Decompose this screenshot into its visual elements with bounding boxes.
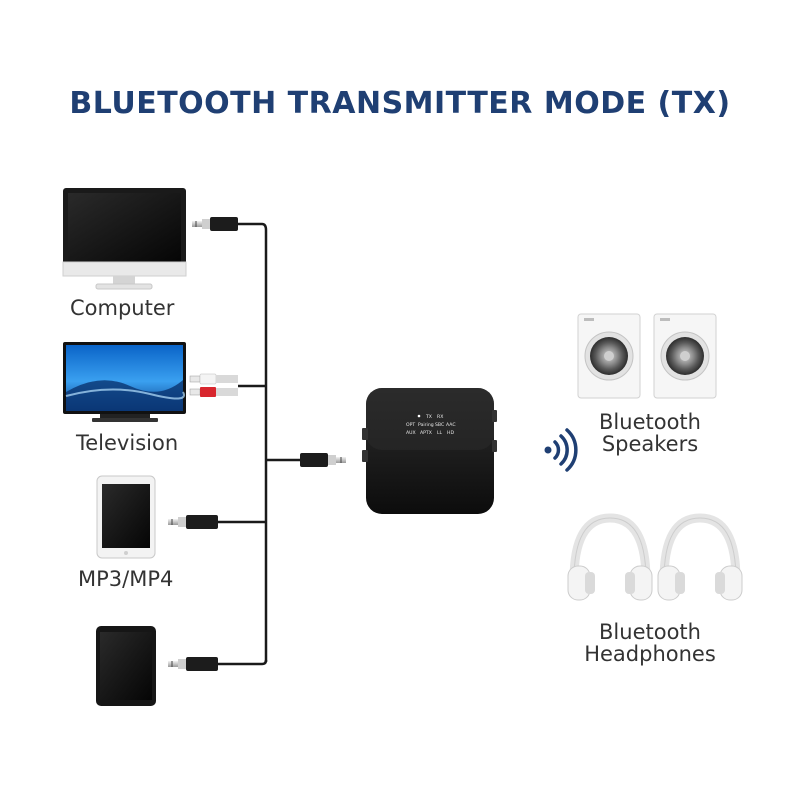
headphones-icon [567, 513, 743, 601]
device-label-hd: HD [447, 430, 454, 436]
rca-plugs-television [189, 373, 238, 397]
page-title: BLUETOOTH TRANSMITTER MODE (TX) [69, 86, 731, 121]
device-label-tx: TX [425, 414, 432, 420]
audio-plug-transmitter [300, 453, 346, 467]
bluetooth-signal-icon [544, 428, 578, 472]
device-label-aptx: APTX [420, 430, 432, 436]
computer-monitor-icon [62, 188, 187, 290]
tablet-white-icon [96, 475, 156, 559]
audio-plug-mp3 [168, 515, 218, 529]
label-computer: Computer [70, 296, 175, 320]
headphone-left [567, 513, 653, 601]
label-speakers-line1: Bluetooth [599, 410, 701, 434]
speaker-left [577, 313, 641, 399]
label-headphones-line1: Bluetooth [599, 620, 701, 644]
label-headphones-line2: Headphones [584, 642, 716, 666]
headphone-right [657, 513, 743, 601]
cable-network [218, 222, 300, 666]
label-bluetooth-speakers: Bluetooth Speakers [570, 411, 730, 455]
label-television: Television [76, 431, 179, 455]
speakers-icon [577, 313, 717, 399]
label-bluetooth-headphones: Bluetooth Headphones [570, 621, 730, 665]
television-icon [63, 342, 186, 422]
device-label-aac: AAC [446, 422, 456, 428]
device-label-opt: OPT [406, 422, 415, 428]
label-mp3-mp4: MP3/MP4 [78, 567, 174, 591]
tablet-black-icon [96, 626, 156, 706]
audio-plug-tablet [168, 657, 218, 671]
device-label-rx: RX [437, 414, 443, 420]
audio-plug-computer [192, 217, 238, 231]
device-label-ll: LL [437, 430, 443, 436]
device-label-pairing: Pairing [418, 422, 434, 428]
bluetooth-transmitter-device: TX RX OPT Pairing SBC AAC AUX APTX LL HD [362, 388, 497, 514]
label-speakers-line2: Speakers [601, 432, 699, 456]
speaker-right [653, 313, 717, 399]
device-label-sbc: SBC [435, 422, 444, 428]
device-label-aux: AUX [406, 430, 416, 436]
